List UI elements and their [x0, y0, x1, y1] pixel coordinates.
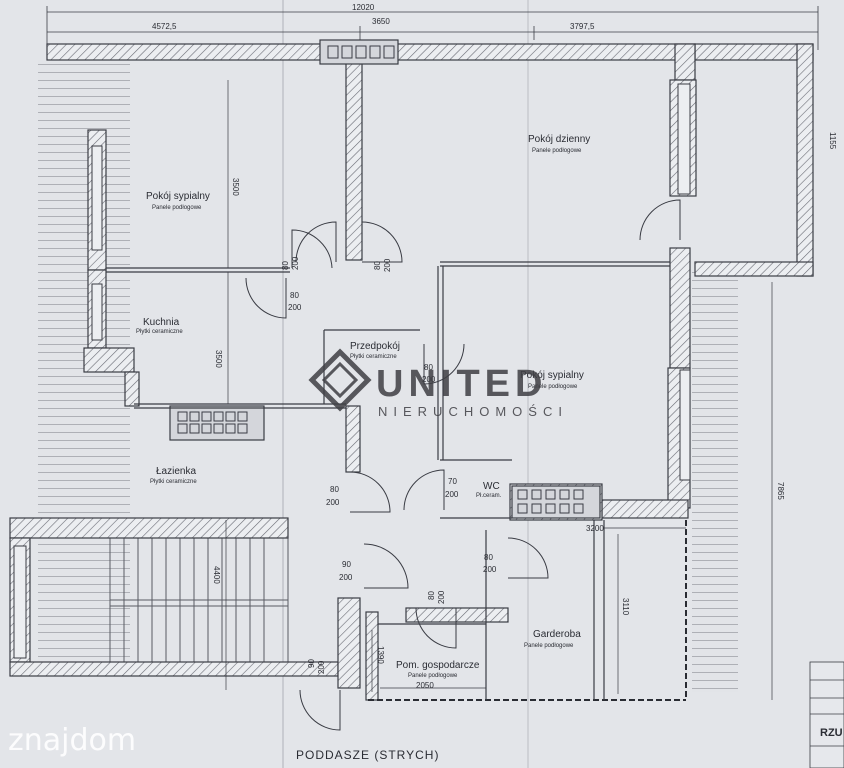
wardrobe-label: Garderoba	[533, 629, 581, 640]
partitions	[106, 261, 670, 700]
utility-label: Pom. gospodarcze	[396, 660, 480, 671]
bedroom-1-label: Pokój sypialny	[146, 191, 210, 202]
door-7-width: 90	[342, 560, 351, 569]
dim-total: 12020	[352, 3, 375, 12]
dashed-outline	[368, 520, 687, 701]
door-9-width: 80	[484, 553, 493, 562]
door-5-width: 70	[448, 477, 457, 486]
diamond-logo-icon	[308, 348, 372, 412]
znajdom-watermark: znajdom	[8, 723, 136, 758]
door-6-height: 200	[326, 498, 340, 507]
vent-block-bathroom	[169, 405, 265, 441]
door-8-height: 200	[437, 590, 446, 604]
total-height-dim: 7865	[776, 482, 785, 500]
bedroom-1-height-dim: 3500	[231, 178, 240, 196]
door-8-width: 80	[427, 591, 436, 600]
living-room-floor: Panele podłogowe	[532, 148, 582, 154]
title-block-text: RZU	[820, 727, 843, 739]
utility-height-dim: 1390	[376, 646, 385, 664]
title-block	[809, 661, 844, 768]
attic-label: PODDASZE (STRYCH)	[296, 748, 439, 762]
door-3-width: 80	[290, 291, 299, 300]
stair-height-dim: 4400	[212, 566, 221, 584]
door-4-width: 80	[424, 363, 433, 372]
united-logo: UNITED NIERUCHOMOŚCI	[308, 348, 568, 419]
door-6-width: 80	[330, 485, 339, 494]
dim-middle: 3650	[372, 17, 390, 26]
door-7-height: 200	[339, 573, 353, 582]
utility-width-dim: 2050	[416, 681, 434, 690]
door-labels: 80 200 80 200 80 200 80 200 70 200 80 20…	[281, 256, 497, 674]
door-2-width: 80	[373, 261, 382, 270]
vent-block-top	[319, 39, 399, 65]
door-5-height: 200	[445, 490, 459, 499]
bedroom-2-floor: Panele podłogowe	[528, 384, 578, 390]
door-1-width: 80	[281, 261, 290, 270]
wardrobe-width-dim: 3200	[586, 524, 604, 533]
united-brand-subtext: NIERUCHOMOŚCI	[378, 404, 568, 419]
kitchen-height-dim: 3500	[214, 350, 223, 368]
hall-label: Przedpokój	[350, 341, 400, 352]
bathroom-label: Łazienka	[156, 466, 196, 477]
door-9-height: 200	[483, 565, 497, 574]
dim-left: 4572,5	[152, 22, 177, 31]
hall-floor: Płytki ceramiczne	[350, 354, 397, 360]
door-10-height: 200	[317, 660, 326, 674]
door-swings	[245, 199, 681, 731]
door-2-height: 200	[383, 258, 392, 272]
bedroom-1-floor: Panele podłogowe	[152, 205, 202, 211]
top-dimension-lines	[46, 6, 819, 50]
living-room-label: Pokój dzienny	[528, 134, 590, 145]
kitchen-label: Kuchnia	[143, 317, 180, 328]
bathroom-floor: Płytki ceramiczne	[150, 479, 197, 485]
kitchen-floor: Płytki ceramiczne	[136, 329, 183, 335]
bedroom-2-label: Pokój sypialny	[520, 370, 584, 381]
door-3-height: 200	[288, 303, 302, 312]
dim-right: 3797,5	[570, 22, 595, 31]
door-10-width: 90	[307, 659, 316, 668]
door-4-height: 200	[422, 375, 436, 384]
door-1-height: 200	[291, 256, 300, 270]
height-dimension-lines	[225, 80, 773, 700]
partial-height-dim: 1155	[828, 132, 837, 150]
united-brand-text: UNITED	[376, 363, 547, 405]
wc-label: WC	[483, 481, 500, 492]
wc-floor: Pł.ceram.	[476, 493, 502, 499]
roof-slope-right	[692, 272, 738, 692]
windows	[13, 83, 691, 659]
utility-floor: Panele podłogowe	[408, 673, 458, 679]
wardrobe-height-dim: 3110	[621, 598, 630, 616]
wardrobe-floor: Panele podłogowe	[524, 643, 574, 649]
vent-block-wc	[511, 485, 601, 519]
